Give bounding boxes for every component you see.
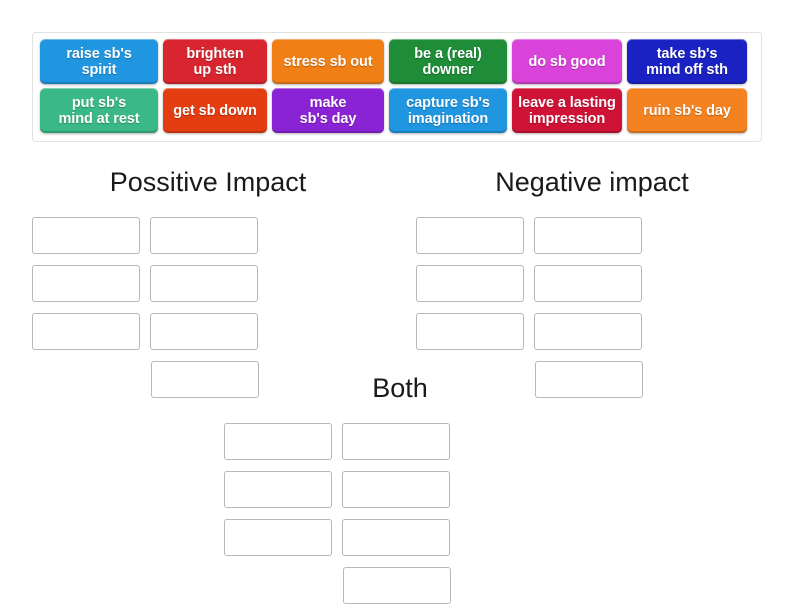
dropzone-group-both <box>224 423 576 615</box>
dropzone-slot[interactable] <box>224 471 332 508</box>
word-tile[interactable]: get sb down <box>163 88 267 133</box>
dropzone-slot[interactable] <box>150 313 258 350</box>
group-heading-positive: Possitive Impact <box>109 167 307 197</box>
group-heading-both: Both <box>372 373 428 403</box>
dropzone-group-negative <box>416 217 768 409</box>
dropzone-slot[interactable] <box>32 313 140 350</box>
word-tile-label: be a (real)downer <box>414 45 482 78</box>
dropzone-slot[interactable] <box>32 265 140 302</box>
dropzone-slot[interactable] <box>224 519 332 556</box>
group-heading-negative: Negative impact <box>495 167 689 197</box>
word-tile-label: stress sb out <box>283 53 373 70</box>
dropzone-slot[interactable] <box>343 567 451 604</box>
dropzone-slot[interactable] <box>416 265 524 302</box>
word-tile-label: do sb good <box>528 53 606 70</box>
dropzone-group-positive <box>32 217 384 409</box>
word-tile-label: get sb down <box>173 102 257 119</box>
dropzone-slot[interactable] <box>342 423 450 460</box>
dropzone-slot[interactable] <box>342 519 450 556</box>
dropzone-slot[interactable] <box>534 217 642 254</box>
dropzone-slot[interactable] <box>150 217 258 254</box>
word-tile[interactable]: do sb good <box>512 39 622 84</box>
dropzone-slot[interactable] <box>534 313 642 350</box>
word-tile-label: ruin sb's day <box>643 102 731 119</box>
dropzone-slot[interactable] <box>416 313 524 350</box>
word-tile[interactable]: ruin sb's day <box>627 88 747 133</box>
dropzone-slot[interactable] <box>150 265 258 302</box>
dropzone-slot[interactable] <box>534 265 642 302</box>
word-tile[interactable]: be a (real)downer <box>389 39 507 84</box>
dropzone-slot[interactable] <box>151 361 259 398</box>
dropzone-slot[interactable] <box>535 361 643 398</box>
word-tile[interactable]: stress sb out <box>272 39 384 84</box>
dropzone-slot[interactable] <box>32 217 140 254</box>
dropzone-slot[interactable] <box>342 471 450 508</box>
dropzone-slot[interactable] <box>416 217 524 254</box>
dropzone-slot[interactable] <box>224 423 332 460</box>
